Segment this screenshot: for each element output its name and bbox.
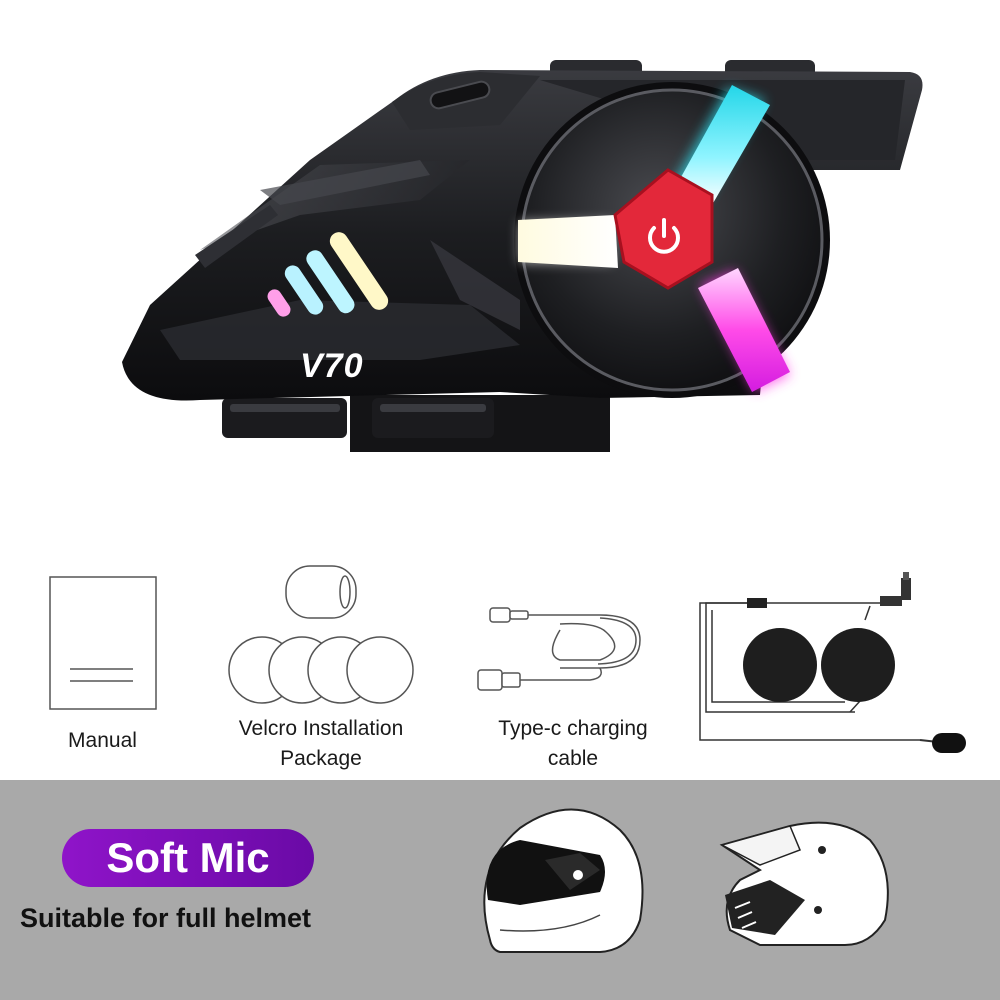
velcro-pads-icon — [228, 565, 414, 704]
accessories-illustrations — [49, 565, 966, 753]
intercom-device: V70 — [122, 60, 923, 452]
led-stripe-3 — [306, 250, 355, 314]
soft-mic-badge: Soft Mic — [62, 829, 314, 887]
led-stripe-4 — [329, 232, 389, 310]
motocross-helmet-icon — [719, 821, 889, 946]
light-arm-cyan — [675, 85, 770, 205]
accessory-label-cable: Type-c charging cable — [478, 714, 668, 774]
label-line: cable — [547, 747, 599, 770]
label-line: Package — [280, 747, 362, 770]
model-logo: V70 — [300, 347, 364, 385]
label-line: Type-c charging — [498, 717, 648, 740]
helmet-illustrations — [483, 808, 889, 953]
usb-c-cable-icon — [477, 607, 641, 691]
suitability-caption: Suitable for full helmet — [20, 903, 312, 933]
speaker-set-icon — [699, 572, 966, 753]
light-arm-white — [518, 215, 618, 268]
label-line: Velcro Installation — [238, 717, 404, 740]
accessory-label-velcro: Velcro Installation Package — [221, 714, 421, 774]
light-arm-magenta — [698, 268, 790, 392]
full-face-helmet-icon — [483, 808, 644, 953]
power-icon — [648, 218, 680, 254]
manual-icon — [49, 576, 157, 710]
accessory-label-manual: Manual — [40, 726, 165, 756]
led-stripe-2 — [284, 265, 324, 315]
vent-slot — [429, 80, 491, 110]
label-line: Manual — [68, 729, 137, 752]
led-stripe-1 — [267, 289, 291, 317]
